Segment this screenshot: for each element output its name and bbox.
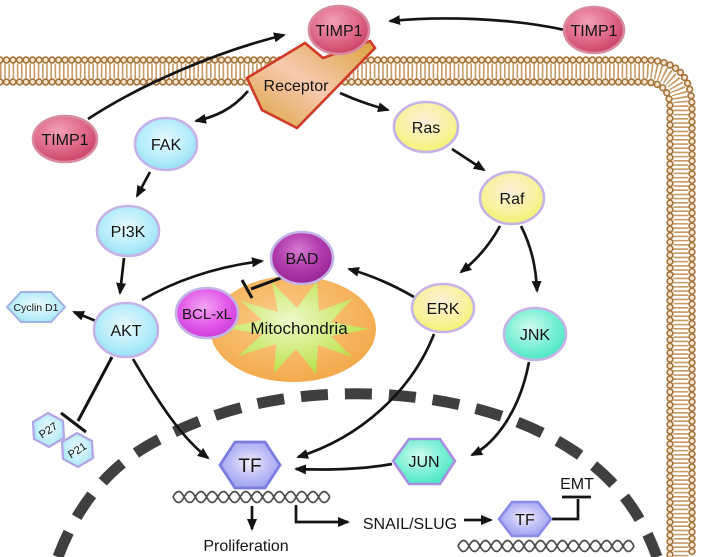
arrow-jun-to-tf: [294, 462, 393, 475]
emt-label: EMT: [560, 476, 594, 493]
arrow-raf-to-jnk: [519, 225, 542, 293]
proliferation-label: Proliferation: [203, 538, 288, 555]
arrow-akt-to-tf: [131, 358, 210, 460]
arrow-pi3k-to-akt: [116, 257, 127, 295]
erk-label: ERK: [427, 301, 460, 318]
jnk-label: JNK: [520, 327, 551, 344]
node-p21: [60, 431, 95, 469]
nucleus-membrane: [52, 388, 663, 557]
node-ras: [392, 100, 460, 154]
timp1-right-label: TIMP1: [570, 23, 617, 40]
mitochondria-label: Mitochondria: [250, 319, 348, 338]
node-tf-emt: [497, 500, 553, 538]
dna-strand-emt: [457, 539, 635, 553]
node-erk: [410, 282, 476, 334]
mitochondria-star-icon: [224, 281, 369, 374]
node-jun: [391, 437, 457, 486]
node-pi3k: [95, 204, 161, 258]
arrow-receptor-to-ras: [339, 91, 390, 113]
node-timp1-left: [31, 114, 99, 164]
arrow-timp1left-to-timp1top: [87, 32, 286, 121]
node-akt: [92, 301, 160, 359]
tf-nucleus-label: TF: [238, 456, 261, 477]
node-timp1-right: [562, 5, 626, 55]
pi3k-label: PI3K: [111, 224, 146, 241]
arrow-fak-to-pi3k: [135, 171, 152, 198]
bcl-xl-label: BCL-xL: [182, 306, 232, 323]
arrow-jnk-to-jun: [470, 361, 531, 457]
node-cyclin-d1: [5, 291, 67, 323]
node-mitochondria: [210, 276, 376, 382]
arrow-erk-to-bad: [347, 266, 415, 299]
akt-label: AKT: [110, 323, 141, 340]
inhibit-tf-emt: [552, 495, 591, 521]
receptor-shape: [245, 39, 377, 130]
node-jnk: [502, 306, 568, 362]
fak-label: FAK: [151, 137, 182, 154]
membrane-ticks: [0, 63, 689, 557]
ras-label: Ras: [412, 120, 440, 137]
arrow-erk-to-tf: [296, 333, 436, 459]
jun-label: JUN: [408, 454, 439, 471]
raf-label: Raf: [500, 191, 525, 208]
dna-strand-nucleus: [172, 490, 331, 504]
arrow-akt-to-cyclind1: [72, 310, 97, 323]
tf-emt-label: TF: [515, 512, 535, 529]
node-receptor: [245, 39, 377, 130]
node-bad: [269, 230, 335, 286]
node-fak: [133, 116, 199, 172]
cyclin-d1-label: Cyclin D1: [14, 302, 59, 314]
arrow-ras-to-raf: [451, 147, 486, 172]
node-raf: [478, 170, 546, 226]
inhibit-akt-p27-p21: [60, 356, 114, 434]
timp1-top-label: TIMP1: [315, 23, 362, 40]
node-p27: [31, 411, 66, 449]
timp1-left-label: TIMP1: [41, 132, 88, 149]
arrow-raf-to-erk: [459, 225, 502, 274]
arrow-dna-to-snailslug: [294, 505, 350, 527]
cell-membrane: [0, 56, 696, 557]
pathway-arrows: [60, 15, 591, 531]
arrow-akt-to-bad: [141, 257, 264, 302]
snail-slug-label: SNAIL/SLUG: [363, 516, 457, 533]
bad-label: BAD: [286, 251, 319, 268]
node-tf-nucleus: [218, 440, 282, 490]
arrow-receptor-to-fak: [194, 90, 250, 124]
arrow-timp1right-to-timp1top: [388, 15, 566, 32]
node-bcl-xl: [174, 286, 240, 340]
receptor-label: Receptor: [264, 78, 330, 95]
node-timp1-top: [307, 4, 371, 56]
